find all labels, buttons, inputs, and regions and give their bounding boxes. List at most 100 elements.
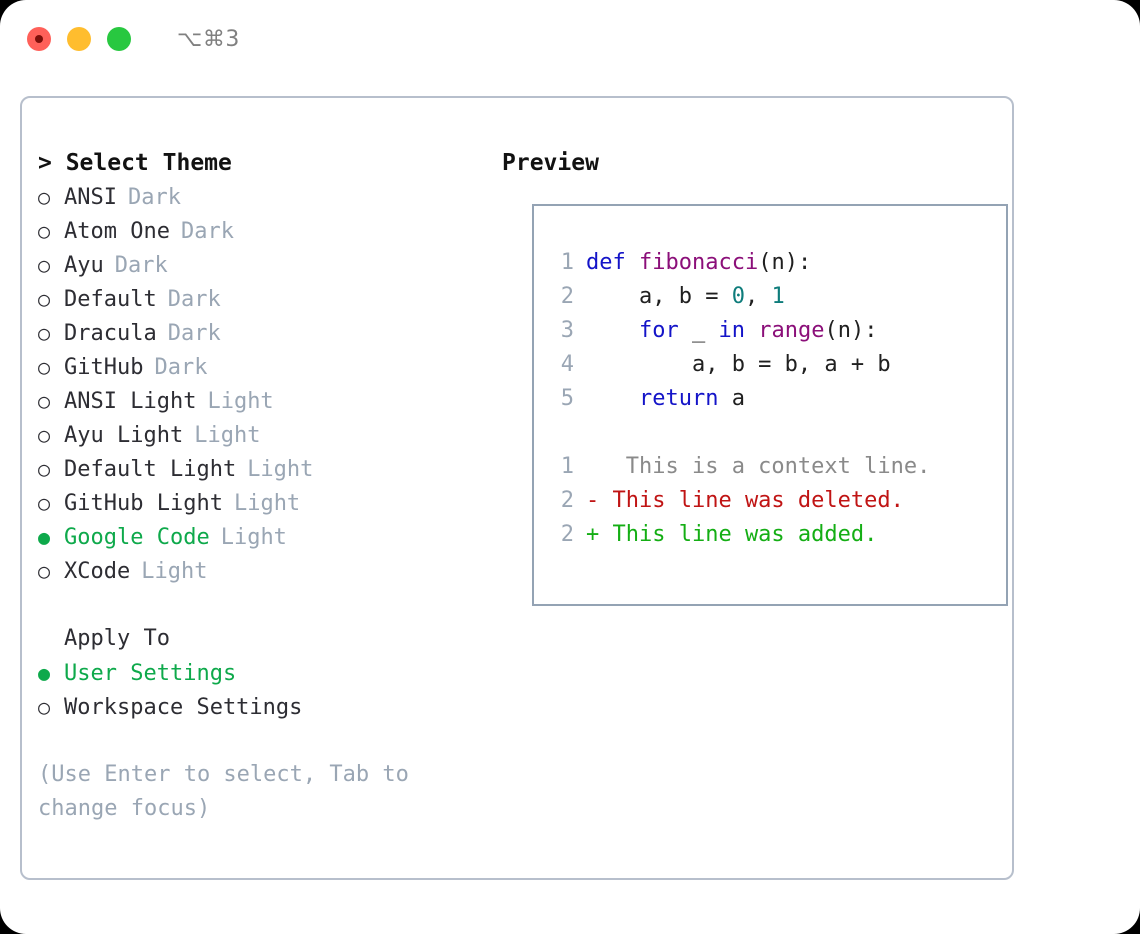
- theme-variant-badge: Dark: [127, 185, 181, 210]
- code-line: 2 a, b = 0, 1: [550, 280, 930, 314]
- code-token: return: [638, 386, 719, 411]
- theme-variant-badge: Light: [207, 389, 274, 414]
- radio-unselected-icon: ○: [38, 253, 51, 277]
- theme-option-label: Default Light: [64, 457, 237, 482]
- code-token: _: [678, 318, 719, 343]
- theme-option-label: Google Code: [64, 525, 210, 550]
- radio-selected-icon: ●: [38, 525, 51, 549]
- code-token: range: [758, 318, 825, 343]
- theme-option-label: ANSI: [64, 185, 117, 210]
- theme-option[interactable]: ○ ANSI Dark: [38, 180, 478, 214]
- code-token: a: [718, 386, 745, 411]
- apply-to-option-label: User Settings: [64, 661, 237, 686]
- code-line: 3 for _ in range(n):: [550, 314, 930, 348]
- diff-line-text: - This line was deleted.: [586, 488, 904, 513]
- diff-line-text: + This line was added.: [586, 522, 878, 547]
- theme-option-label: Ayu: [64, 253, 104, 278]
- theme-option-label: XCode: [64, 559, 131, 584]
- code-token: [586, 386, 639, 411]
- maximize-button[interactable]: [107, 27, 131, 51]
- theme-option-label: ANSI Light: [64, 389, 197, 414]
- code-token: 0: [731, 284, 745, 309]
- code-line: 1 def fibonacci(n):: [550, 246, 930, 280]
- close-button[interactable]: [27, 27, 51, 51]
- apply-to-option-label: Workspace Settings: [64, 695, 303, 720]
- minimize-button[interactable]: [67, 27, 91, 51]
- theme-option[interactable]: ● Google Code Light: [38, 520, 478, 554]
- radio-unselected-icon: ○: [38, 695, 51, 719]
- theme-variant-badge: Dark: [167, 321, 221, 346]
- line-number: 1: [560, 454, 574, 479]
- theme-option[interactable]: ○ XCode Light: [38, 554, 478, 588]
- diff-line: 2 - This line was deleted.: [550, 484, 930, 518]
- code-token: (n):: [824, 318, 878, 343]
- radio-selected-icon: ●: [38, 661, 51, 685]
- apply-to-option[interactable]: ○ Workspace Settings: [38, 690, 478, 724]
- theme-option-label: Default: [64, 287, 157, 312]
- title-bar: ⌥⌘3: [0, 0, 1140, 78]
- apply-to-list[interactable]: ● User Settings ○ Workspace Settings: [38, 656, 478, 724]
- theme-variant-badge: Light: [194, 423, 261, 448]
- line-number: 2: [560, 284, 574, 309]
- theme-variant-badge: Dark: [114, 253, 168, 278]
- code-line-text: for _ in range(n):: [586, 314, 877, 348]
- theme-variant-badge: Light: [233, 491, 301, 516]
- radio-unselected-icon: ○: [38, 559, 51, 583]
- theme-option[interactable]: ○ Ayu Dark: [38, 248, 478, 282]
- theme-variant-badge: Dark: [180, 219, 234, 244]
- diff-line-text: This is a context line.: [586, 454, 931, 479]
- theme-option-label: Atom One: [64, 219, 170, 244]
- code-token: [745, 318, 758, 343]
- diff-line: 2 + This line was added.: [550, 518, 930, 552]
- apply-to-option[interactable]: ● User Settings: [38, 656, 478, 690]
- code-token: in: [718, 318, 745, 343]
- code-token: [586, 318, 639, 343]
- code-line-text: def fibonacci(n):: [586, 246, 811, 280]
- code-token: 1: [771, 284, 785, 309]
- line-number: 3: [560, 318, 574, 343]
- theme-option[interactable]: ○ Ayu Light Light: [38, 418, 478, 452]
- radio-unselected-icon: ○: [38, 321, 51, 345]
- code-token: for: [638, 318, 679, 343]
- code-line: 4 a, b = b, a + b: [550, 348, 930, 382]
- code-token: fibonacci: [638, 250, 759, 275]
- theme-variant-badge: Dark: [167, 287, 221, 312]
- list-spacer: [38, 588, 478, 622]
- theme-option-label: GitHub: [64, 355, 144, 380]
- keyboard-shortcut-label: ⌥⌘3: [177, 26, 240, 52]
- theme-option[interactable]: ○ Default Dark: [38, 282, 478, 316]
- apply-to-heading: Apply To: [64, 626, 170, 651]
- line-number: 2: [560, 488, 574, 513]
- theme-variant-badge: Light: [141, 559, 208, 584]
- theme-option-label: Ayu Light: [64, 423, 184, 448]
- radio-unselected-icon: ○: [38, 287, 51, 311]
- code-line: 5 return a: [550, 382, 930, 416]
- theme-option[interactable]: ○ Dracula Dark: [38, 316, 478, 350]
- line-number: 2: [560, 522, 574, 547]
- radio-unselected-icon: ○: [38, 185, 51, 209]
- line-number: 5: [560, 386, 574, 411]
- code-token: ,: [744, 284, 772, 309]
- radio-unselected-icon: ○: [38, 491, 51, 515]
- theme-variant-badge: Light: [220, 525, 287, 550]
- preview-heading: Preview: [502, 150, 599, 176]
- code-token: (n):: [758, 250, 812, 275]
- theme-option-label: Dracula: [64, 321, 157, 346]
- line-number: 1: [560, 250, 574, 275]
- radio-unselected-icon: ○: [38, 423, 51, 447]
- code-line-text: return a: [586, 382, 745, 416]
- code-diff-gap: [550, 416, 930, 450]
